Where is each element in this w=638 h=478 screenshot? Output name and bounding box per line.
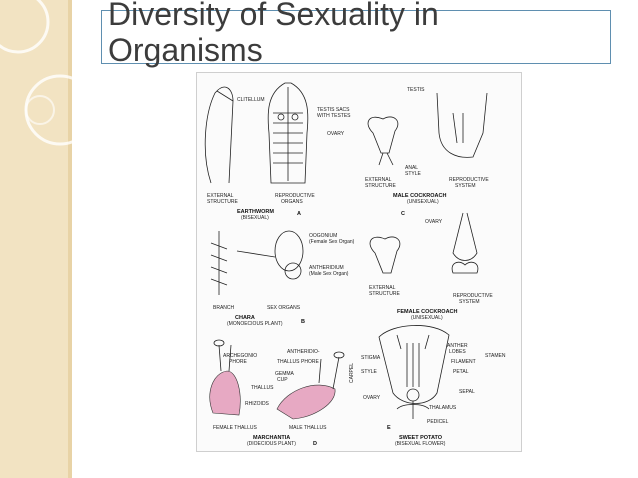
- label-unisexual-female: (UNISEXUAL): [411, 315, 443, 321]
- title-line-1: Diversity of Sexuality in: [108, 0, 439, 32]
- label-anther: ANTHER: [447, 343, 468, 349]
- label-style-e: STYLE: [361, 369, 378, 375]
- label-anal: ANAL: [405, 165, 418, 171]
- label-carpel: CARPEL: [349, 363, 355, 383]
- label-organs-a: ORGANS: [281, 199, 303, 205]
- label-ovary-c: OVARY: [425, 219, 443, 225]
- label-lobes: LOBES: [449, 349, 466, 355]
- label-thallus-1: THALLUS: [277, 359, 300, 365]
- male-cockroach-external-drawing: [367, 116, 399, 154]
- earthworm-body-drawing: [204, 86, 234, 184]
- label-male-thallus: MALE THALLUS: [289, 425, 327, 431]
- label-style: STYLE: [405, 171, 422, 177]
- label-sepal: SEPAL: [459, 389, 475, 395]
- label-petal: PETAL: [453, 369, 469, 375]
- label-branch: BRANCH: [213, 305, 235, 311]
- chara-branch-drawing: [210, 231, 228, 295]
- label-reproductive-c1: REPRODUCTIVE: [449, 177, 489, 183]
- flower-section-drawing: [378, 325, 450, 404]
- female-cockroach-external-drawing: [369, 236, 401, 274]
- label-dioecious: (DIOECIOUS PLANT): [247, 441, 296, 447]
- label-ovary-e: OVARY: [363, 395, 381, 401]
- sidebar-circle-ornament: [0, 0, 72, 146]
- chara-sex-organ-drawing: [274, 230, 304, 272]
- label-thallus-2: THALLUS: [251, 385, 274, 391]
- male-cockroach-system-drawing: [436, 92, 488, 158]
- female-cockroach-system-drawing: [451, 212, 479, 274]
- label-structure-c1: STRUCTURE: [365, 183, 396, 189]
- label-reproductive-c2: REPRODUCTIVE: [453, 293, 493, 299]
- label-marchantia: MARCHANTIA: [253, 435, 290, 441]
- sidebar-edge-band: [68, 0, 72, 478]
- sexuality-diagram-figure: CLITELLUM TESTIS SACS WITH TESTES OVARY …: [196, 72, 522, 452]
- label-chara: CHARA: [235, 315, 255, 321]
- label-earthworm: EARTHWORM: [237, 209, 274, 215]
- label-bisexual-flower: (BISEXUAL FLOWER): [395, 441, 446, 447]
- slide-title: Diversity of Sexuality in Organisms: [108, 0, 439, 68]
- label-antheridiophore-2: PHORE: [301, 359, 319, 365]
- chara-panel: OOGONIUM (Female Sex Organ) ANTHERIDIUM …: [210, 230, 355, 327]
- title-frame: [101, 10, 611, 64]
- diagram-svg: CLITELLUM TESTIS SACS WITH TESTES OVARY …: [204, 82, 506, 447]
- decorative-sidebar: [0, 0, 72, 478]
- label-monoecious: (MONOECIOUS PLANT): [227, 321, 283, 327]
- marchantia-panel: ARCHEGONIO PHORE ANTHERIDIO- PHORE THALL…: [209, 339, 345, 447]
- label-external-a: EXTERNAL: [207, 193, 234, 199]
- sweet-potato-panel: ANTHER LOBES FILAMENT STAMEN STIGMA PETA…: [349, 325, 506, 447]
- label-reproductive-a: REPRODUCTIVE: [275, 193, 315, 199]
- label-antheridium-sub: (Male Sex Organ): [309, 271, 349, 277]
- label-structure-c2: STRUCTURE: [369, 291, 400, 297]
- label-structure-a: STRUCTURE: [207, 199, 238, 205]
- label-gemma: GEMMA: [275, 371, 295, 377]
- label-male-cockroach: MALE COCKROACH: [393, 193, 446, 199]
- label-testis-sacs: TESTIS SACS: [317, 107, 350, 113]
- label-oogonium: OOGONIUM: [309, 233, 337, 239]
- label-thalamus: THALAMUS: [429, 405, 457, 411]
- label-external-c2: EXTERNAL: [369, 285, 396, 291]
- label-sex-organs: SEX ORGANS: [267, 305, 301, 311]
- label-antheridiophore: ANTHERIDIO-: [287, 349, 320, 355]
- label-rhizoids: RHIZOIDS: [245, 401, 270, 407]
- cockroach-panel: TESTIS ANAL STYLE EXTERNAL STRUCTURE REP…: [365, 87, 493, 321]
- letter-c: C: [401, 211, 405, 217]
- label-stamen: STAMEN: [485, 353, 506, 359]
- label-ovary-a: OVARY: [327, 131, 345, 137]
- label-external-c1: EXTERNAL: [365, 177, 392, 183]
- label-archegoniophore: ARCHEGONIO: [223, 353, 257, 359]
- earthworm-panel: CLITELLUM TESTIS SACS WITH TESTES OVARY …: [204, 82, 351, 221]
- male-thallus-drawing: [276, 384, 336, 420]
- label-filament: FILAMENT: [451, 359, 476, 365]
- label-cup: CUP: [277, 377, 288, 383]
- letter-d: D: [313, 441, 317, 447]
- letter-e: E: [387, 425, 391, 431]
- label-stigma: STIGMA: [361, 355, 381, 361]
- label-bisexual-a: (BISEXUAL): [241, 215, 269, 221]
- letter-b: B: [301, 319, 305, 325]
- label-archegoniophore-2: PHORE: [229, 359, 247, 365]
- label-system-c2: SYSTEM: [459, 299, 480, 305]
- label-pedicel: PEDICEL: [427, 419, 449, 425]
- female-thallus-drawing: [209, 370, 241, 416]
- label-oogonium-sub: (Female Sex Organ): [309, 239, 355, 245]
- label-antheridium: ANTHERIDIUM: [309, 265, 344, 271]
- label-female-cockroach: FEMALE COCKROACH: [397, 309, 458, 315]
- letter-a: A: [297, 211, 301, 217]
- label-unisexual-male: (UNISEXUAL): [407, 199, 439, 205]
- earthworm-organs-drawing: [267, 82, 309, 184]
- label-testis: TESTIS: [407, 87, 425, 93]
- label-female-thallus: FEMALE THALLUS: [213, 425, 257, 431]
- title-line-2: Organisms: [108, 32, 263, 68]
- label-with-testes: WITH TESTES: [317, 113, 351, 119]
- label-clitellum: CLITELLUM: [237, 97, 265, 103]
- label-sweet-potato: SWEET POTATO: [399, 435, 443, 441]
- label-system-c1: SYSTEM: [455, 183, 476, 189]
